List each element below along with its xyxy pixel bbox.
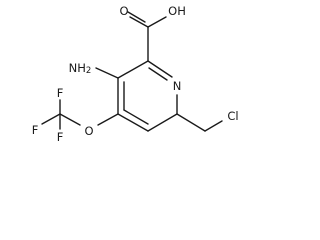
bond-cooh-oh bbox=[147, 16, 167, 28]
bond-ch2-cl bbox=[204, 120, 223, 132]
hydroxyl-label: OH bbox=[168, 4, 186, 18]
bond-o-cf3 bbox=[59, 113, 81, 126]
bond-c6-ch2 bbox=[176, 113, 206, 132]
bond-cf3-f-left bbox=[41, 113, 61, 125]
bond-c2-n1 bbox=[147, 60, 173, 78]
bond-c4-o bbox=[97, 113, 119, 126]
structure-diagram: O OH N NH2 O F F F Cl bbox=[32, 4, 239, 144]
ring-nitrogen-label: N bbox=[173, 79, 182, 93]
amino-label-base: NH bbox=[69, 61, 86, 75]
fluorine-bottom-label: F bbox=[57, 130, 64, 144]
atom-labels: O OH N NH2 O F F F Cl bbox=[32, 4, 239, 144]
fluorine-top-label: F bbox=[57, 86, 64, 100]
fluorine-left-label: F bbox=[32, 123, 39, 137]
bond-c5-c4-inner bbox=[123, 109, 149, 125]
bond-cooh-o-a bbox=[129, 16, 149, 28]
bond-cooh-o-b bbox=[127, 11, 146, 23]
bonds bbox=[41, 11, 223, 132]
chlorine-label: Cl bbox=[227, 109, 238, 123]
bond-c3-n bbox=[95, 67, 119, 79]
bond-c2-c3 bbox=[117, 60, 149, 79]
amino-label-subscript: 2 bbox=[86, 66, 91, 76]
bond-c5-c4 bbox=[117, 113, 149, 132]
bond-c6-c5 bbox=[147, 113, 178, 132]
ether-oxygen-label: O bbox=[84, 124, 93, 138]
bond-c2-n1-inner bbox=[148, 67, 168, 81]
oxygen-carbonyl-label: O bbox=[119, 4, 128, 18]
amino-label: NH2 bbox=[69, 61, 92, 76]
